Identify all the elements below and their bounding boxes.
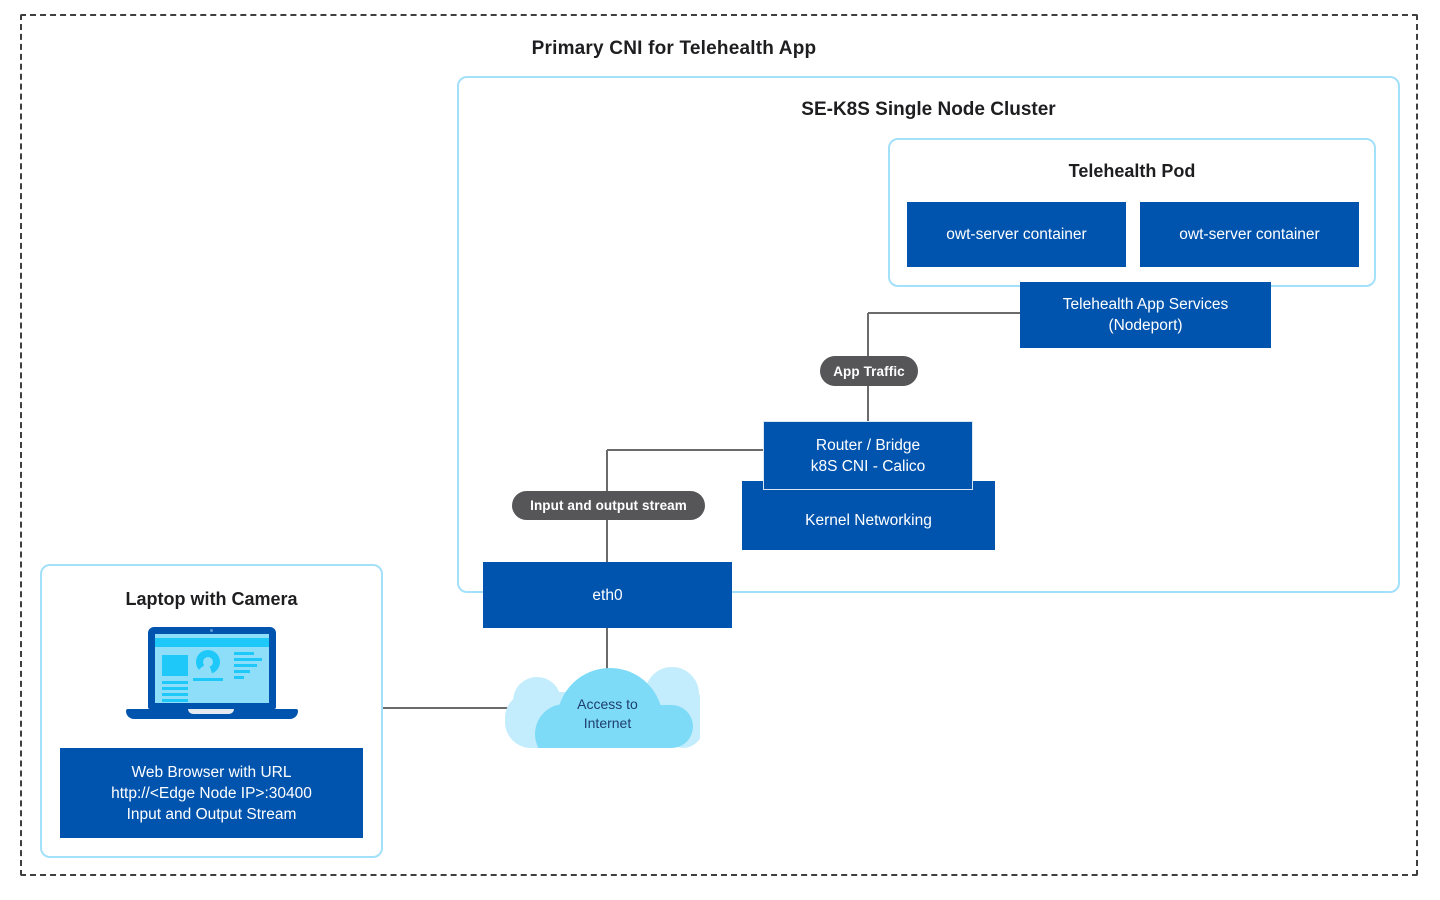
owt-server-container-1: owt-server container xyxy=(907,202,1126,267)
laptop-screen-text-line xyxy=(162,687,188,690)
laptop-screen-text-line xyxy=(193,678,223,681)
laptop-screen-text-line xyxy=(234,676,244,679)
laptop-screen-text-line xyxy=(162,699,188,702)
browser-line3: Input and Output Stream xyxy=(126,805,297,823)
cloud-label-line2: Internet xyxy=(583,715,632,731)
laptop-screen-text-line xyxy=(234,670,250,673)
connector-laptop-cloud xyxy=(383,707,560,709)
laptop-screen-text-line xyxy=(234,652,254,655)
cloud-label-line1: Access to xyxy=(577,696,638,712)
laptop-screen-text-line xyxy=(234,664,257,667)
laptop-screen-header-bar xyxy=(155,638,269,647)
internet-cloud-icon: Access to Internet xyxy=(505,662,700,748)
pod-title: Telehealth Pod xyxy=(1068,161,1196,181)
laptop-screen-text-line xyxy=(162,693,188,696)
app-traffic-label: App Traffic xyxy=(820,356,918,386)
laptop-base xyxy=(126,709,298,719)
laptop-screen-text-line xyxy=(162,681,188,684)
diagram-title: Primary CNI for Telehealth App xyxy=(531,38,817,59)
owt-server-container-2: owt-server container xyxy=(1140,202,1359,267)
router-line2: k8S CNI - Calico xyxy=(810,457,926,475)
connector-services-horizontal xyxy=(868,312,1020,314)
laptop-title: Laptop with Camera xyxy=(125,589,298,609)
laptop-screen-text-line xyxy=(234,658,262,661)
connector-router-horizontal xyxy=(607,449,763,451)
laptop-screen-image-block xyxy=(162,655,188,676)
eth0-box: eth0 xyxy=(483,562,732,628)
laptop-base-notch xyxy=(188,709,234,714)
cloud-label: Access to Internet xyxy=(535,695,680,733)
router-line1: Router / Bridge xyxy=(815,436,921,454)
laptop-screen-donut-hole xyxy=(203,657,213,667)
cloud-front-body xyxy=(543,705,693,748)
router-bridge-box: Router / Bridge k8S CNI - Calico xyxy=(763,421,973,490)
cluster-title: SE-K8S Single Node Cluster xyxy=(801,99,1056,120)
connector-eth0-cloud xyxy=(606,628,608,678)
browser-line1: Web Browser with URL xyxy=(131,763,292,781)
services-line2: (Nodeport) xyxy=(1108,317,1183,334)
services-box: Telehealth App Services (Nodeport) xyxy=(1020,282,1271,348)
io-stream-label: Input and output stream xyxy=(512,491,705,520)
browser-line2: http://<Edge Node IP>:30400 xyxy=(111,784,312,802)
kernel-networking-box: Kernel Networking xyxy=(742,481,995,550)
laptop-camera-dot-icon xyxy=(210,629,213,632)
web-browser-box: Web Browser with URL http://<Edge Node I… xyxy=(60,748,363,838)
diagram-outer-frame xyxy=(20,14,1418,876)
services-line1: Telehealth App Services xyxy=(1062,296,1229,313)
